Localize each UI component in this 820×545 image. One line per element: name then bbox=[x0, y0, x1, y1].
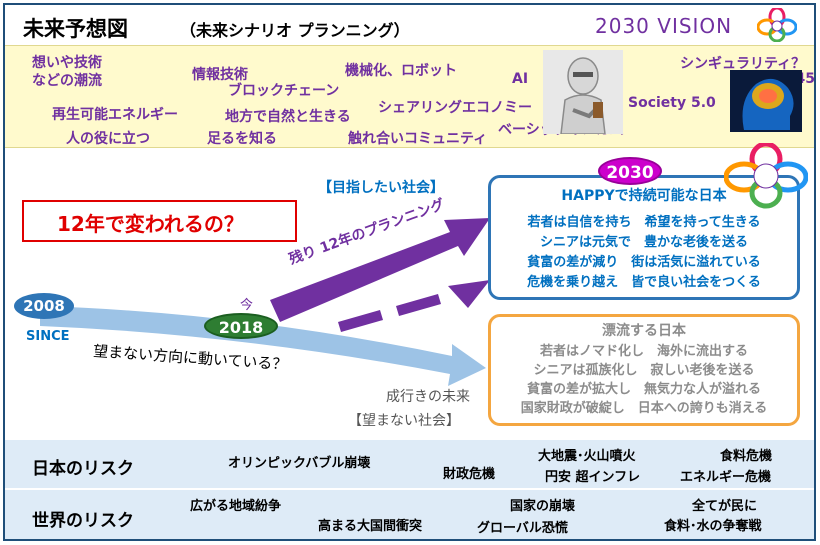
drift-line-1: 若者はノマド化し 海外に流出する bbox=[539, 344, 748, 359]
keyword-it: 情報技術 bbox=[192, 67, 248, 83]
keyword-helpful: 人の役に立つ bbox=[66, 131, 150, 147]
keyword-contentment: 足るを知る bbox=[207, 131, 277, 147]
keyword-singularity: シンギュラリティ？ bbox=[680, 56, 806, 72]
aim-society-label: 【目指したい社会】 bbox=[318, 180, 444, 196]
since-label: SINCE bbox=[26, 329, 70, 344]
question-text: 12年で変われるの？ bbox=[57, 212, 244, 236]
title-bar: 未来予想図 （未来シナリオ プランニング） 2030 VISION bbox=[5, 5, 814, 45]
drifting-japan-box bbox=[488, 314, 800, 426]
undesired-society-label: 【望まない社会】 bbox=[348, 413, 460, 429]
keyword-robot: 機械化、ロボット bbox=[345, 63, 457, 79]
brain-head-image bbox=[730, 70, 802, 132]
world-risk-title: 世界のリスク bbox=[32, 511, 134, 531]
happy-logo-small-icon bbox=[757, 8, 797, 42]
keyword-ai: AI bbox=[512, 71, 529, 87]
japan-risk-band bbox=[5, 440, 814, 488]
world-risk-collapse: 国家の崩壊 bbox=[510, 499, 576, 514]
keyword-blockchain: ブロックチェーン bbox=[228, 83, 340, 99]
keyword-band bbox=[5, 45, 814, 148]
happy-line-3: 貧富の差が減り 街は活気に溢れている bbox=[527, 255, 761, 270]
year-2030-badge: 2030 bbox=[598, 157, 662, 185]
world-risk-water: 食料･水の争奪戦 bbox=[664, 519, 762, 534]
japan-risk-title: 日本のリスク bbox=[32, 459, 134, 479]
world-risk-band bbox=[5, 490, 814, 539]
page-subtitle: （未来シナリオ プランニング） bbox=[180, 21, 410, 40]
happy-japan-heading: HAPPYで持続可能な日本 bbox=[561, 188, 727, 204]
year-2008-badge: 2008 bbox=[14, 293, 74, 319]
happy-line-2: シニアは元気で 豊かな老後を送る bbox=[539, 235, 748, 250]
robot-image bbox=[543, 50, 623, 134]
keyword-trend-2: などの潮流 bbox=[32, 73, 102, 89]
happy-logo-large-icon bbox=[724, 143, 808, 209]
vision-label: 2030 VISION bbox=[595, 14, 733, 38]
drift-line-2: シニアは孤族化し 寂しい老後を送る bbox=[533, 363, 755, 378]
world-risk-depression: グローバル恐慌 bbox=[477, 521, 568, 536]
year-2030-text: 2030 bbox=[606, 163, 654, 183]
japan-risk-inflation: 円安 超インフレ bbox=[545, 470, 641, 485]
japan-risk-olympic: オリンピックバブル崩壊 bbox=[228, 456, 371, 471]
japan-risk-food: 食料危機 bbox=[720, 449, 773, 464]
keyword-trend-1: 想いや技術 bbox=[32, 55, 102, 71]
world-risk-powers: 高まる大国間衝突 bbox=[318, 519, 423, 534]
question-box bbox=[22, 200, 297, 242]
keyword-renewable: 再生可能エネルギー bbox=[52, 107, 178, 123]
world-risk-conflict: 広がる地域紛争 bbox=[190, 499, 282, 514]
keyword-society5: Society 5.0 bbox=[628, 95, 716, 111]
happy-line-4: 危機を乗り越え 皆で良い社会をつくる bbox=[527, 275, 761, 290]
year-2018-badge: 2018 bbox=[204, 313, 278, 339]
japan-risk-earthquake: 大地震･火山噴火 bbox=[538, 449, 636, 464]
keyword-sharing: シェアリングエコノミー bbox=[378, 100, 532, 116]
page-title: 未来予想図 bbox=[23, 17, 128, 41]
keyword-rural: 地方で自然と生きる bbox=[225, 109, 351, 125]
now-label: 今 bbox=[240, 298, 254, 313]
year-2018-text: 2018 bbox=[218, 318, 264, 337]
world-risk-all-people: 全てが民に bbox=[692, 499, 758, 514]
drift-line-3: 貧富の差が拡大し 無気力な人が溢れる bbox=[526, 382, 761, 397]
happy-line-1: 若者は自信を持ち 希望を持って生きる bbox=[527, 215, 761, 230]
keyword-community: 触れ合いコミュニティ bbox=[348, 131, 488, 147]
drift-line-4: 国家財政が破綻し 日本への誇りも消える bbox=[520, 401, 768, 416]
year-2008-text: 2008 bbox=[23, 297, 65, 315]
japan-risk-energy: エネルギー危機 bbox=[680, 470, 772, 485]
japan-risk-fiscal: 財政危機 bbox=[443, 467, 496, 482]
drifting-japan-heading: 漂流する日本 bbox=[602, 323, 686, 339]
drift-label: 成行きの未来 bbox=[386, 389, 470, 405]
